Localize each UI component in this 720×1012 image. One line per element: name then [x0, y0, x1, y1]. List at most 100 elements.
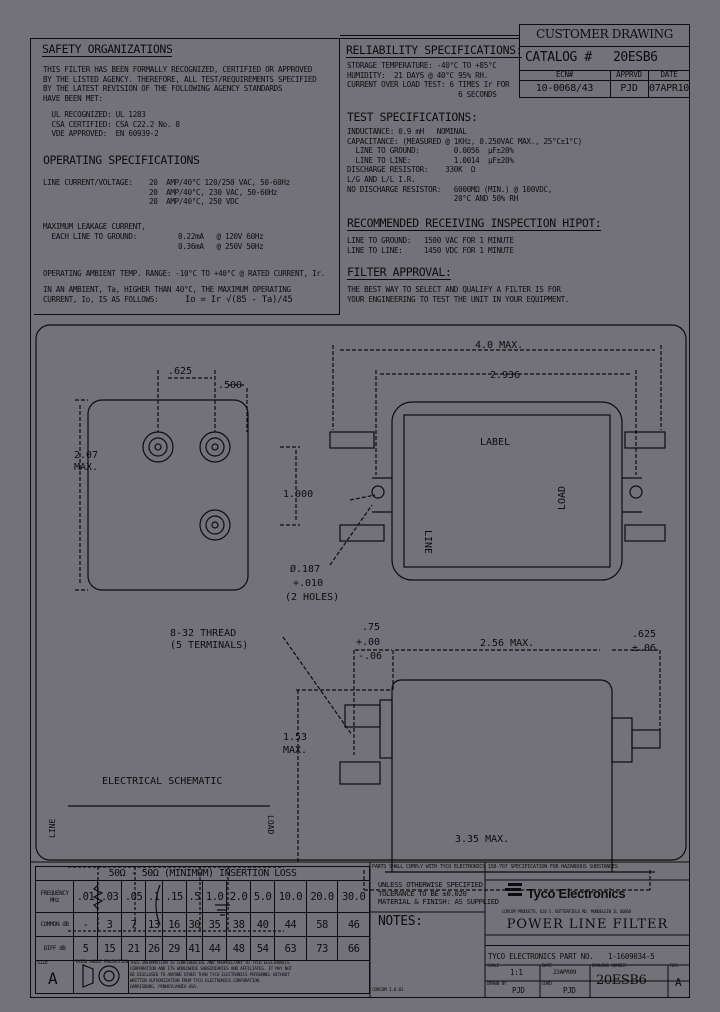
line-current-values: 20 AMP/40°C 120/250 VAC, 50-60Hz 20 AMP/… — [149, 178, 290, 207]
derating-formula: Io = Ir √(85 - Ta)/45 — [185, 295, 293, 305]
revision-label: REV. — [670, 964, 680, 969]
drawing-area-border — [35, 324, 687, 861]
schematic-title: ELECTRICAL SCHEMATIC — [102, 776, 222, 787]
third-angle-projection-icon — [82, 964, 120, 988]
ecn-value: 10-0068/43 — [535, 83, 594, 94]
date-value: 07APR10 — [648, 83, 690, 94]
table-cell: .15 — [161, 880, 187, 913]
tolerance-note: UNLESS OTHERWISE SPECIFIED TOLERANCE TO … — [378, 880, 499, 907]
table-cell: 5 — [72, 936, 99, 961]
dim-out-tol: ±.06 — [632, 643, 656, 654]
test-text: INDUCTANCE: 0.9 mH NOMINAL CAPACITANCE: … — [347, 127, 582, 204]
approved-value: PJD — [620, 83, 638, 94]
table-cell: 41 — [185, 936, 204, 961]
mounting-hole-left — [371, 485, 385, 499]
customer-drawing-block — [519, 24, 690, 98]
reliability-title: RELIABILITY SPECIFICATIONS: — [346, 43, 523, 58]
dim-top-width: 4.0 MAX. — [475, 340, 523, 351]
table-cell: .5 — [185, 880, 204, 913]
dim-holes-count: (2 HOLES) — [285, 592, 339, 603]
table-cell: .01 — [72, 880, 99, 913]
front-view-body — [87, 399, 249, 591]
operating-title: OPERATING SPECIFICATIONS — [43, 153, 200, 167]
thread-label: 8-32 THREAD — [170, 628, 236, 639]
terminals-label: (5 TERMINALS) — [170, 640, 248, 651]
projection-label: THIRD ANGLE PROJECTION — [75, 960, 129, 965]
table-cell: 44 — [202, 936, 228, 961]
hipot-title: RECOMMENDED RECEIVING INSPECTION HIPOT: — [347, 216, 602, 231]
table-cell: 63 — [274, 936, 307, 961]
derating-text: IN AN AMBIENT, Ta, HIGHER THAN 40°C, THE… — [43, 285, 291, 304]
table-cell: 21 — [121, 936, 147, 961]
table-cell: 10.0 — [274, 880, 307, 913]
table-cell: 15 — [97, 936, 123, 961]
table-cell: 38 — [226, 912, 252, 937]
stud-top-left — [329, 431, 375, 449]
date-value-footer: 23APR09 — [553, 969, 577, 976]
terminal-top-right — [199, 431, 231, 463]
table-cell: 20.0 — [305, 880, 339, 913]
table-cell: 5.0 — [250, 880, 276, 913]
corner-ref: CORCOM 1.0.01 — [372, 988, 404, 993]
confidential-notice: THIS INFORMATION IS CONFIDENTIAL AND PRO… — [130, 961, 292, 990]
date-header: DATE — [660, 70, 678, 79]
dim-mount-spacing: 2.936 — [490, 370, 520, 381]
dim-terminal-tol-minus: -.06 — [358, 651, 382, 662]
company-address: CORCOM PRODUCTS, 620 S. BUTTERFIELD RD. … — [502, 909, 631, 914]
notes-label: NOTES: — [378, 914, 423, 929]
table-cell: 30.0 — [337, 880, 370, 913]
table-cell: 44 — [274, 912, 307, 937]
catalog-label: CATALOG # — [525, 50, 592, 65]
approved-header: APPRVD — [616, 70, 642, 79]
tyco-logo — [505, 883, 522, 896]
hazardous-compliance: PARTS SHALL COMPLY WITH TYCO ELECTRONICS… — [372, 864, 618, 870]
top-view-body — [391, 401, 623, 581]
dim-terminal-spacing: 1.000 — [283, 489, 313, 500]
checked-by: PJD — [563, 986, 576, 995]
drawing-frame — [30, 38, 690, 998]
table-cell: 3 — [97, 912, 123, 937]
table-cell: 26 — [145, 936, 163, 961]
table-cell: 48 — [226, 936, 252, 961]
leakage-values: 0.22mA @ 120V 60Hz 0.36mA @ 250V 50Hz — [178, 232, 264, 251]
dim-terminal-tol-plus: +.00 — [356, 637, 380, 648]
part-number-label: TYCO ELECTRONICS PART NO. — [488, 952, 594, 961]
insertion-loss-table: 50Ω - 50Ω (MINIMUM) INSERTION LOSS FREQU… — [35, 866, 370, 961]
dim-terminal-length: .75 — [362, 622, 380, 633]
part-number: 1-1609034-5 — [608, 952, 655, 961]
dim-hole-dia: Ø.187 — [290, 563, 320, 575]
side-view-body — [385, 679, 655, 873]
stud-top-right — [624, 431, 666, 449]
drawn-by: PJD — [512, 986, 525, 995]
approval-text: THE BEST WAY TO SELECT AND QUALIFY A FIL… — [347, 285, 570, 304]
table-cell: 16 — [161, 912, 187, 937]
leakage-label: MAXIMUM LEAKAGE CURRENT, EACH LINE TO GR… — [43, 222, 146, 241]
stud-bottom-left — [339, 524, 385, 542]
dim-side-max: MAX. — [283, 745, 307, 756]
line-label: LINE — [422, 530, 433, 554]
dim-height-max: MAX. — [74, 462, 98, 473]
table-cell: 54 — [250, 936, 276, 961]
table-cell: DIFF dB — [35, 936, 74, 961]
table-cell: 66 — [337, 936, 370, 961]
hipot-text: LINE TO GROUND: 1500 VAC FOR 1 MINUTE LI… — [347, 236, 514, 255]
agency-list: UL RECOGNIZED: UL 1283 CSA CERTIFIED: CS… — [51, 110, 180, 139]
drawing-number-label: DRAWING NUMBER — [592, 964, 626, 969]
table-cell: 40 — [250, 912, 276, 937]
date-label: DATE — [542, 964, 552, 969]
table-cell: 46 — [337, 912, 370, 937]
dim-total-length: 3.35 MAX. — [455, 834, 509, 845]
table-cell: - — [72, 912, 99, 937]
top-dimensions — [329, 345, 662, 566]
dim-height: 2.07 — [74, 450, 98, 461]
table-cell: 2.0 — [226, 880, 252, 913]
catalog-number: 20ESB6 — [613, 50, 658, 65]
ambient-temp: OPERATING AMBIENT TEMP. RANGE: -10°C TO … — [43, 269, 325, 278]
safety-panel — [34, 38, 340, 315]
stud-bottom-right — [624, 524, 666, 542]
insertion-loss-title: 50Ω - 50Ω (MINIMUM) INSERTION LOSS — [35, 866, 370, 881]
title-block-lines — [30, 861, 690, 998]
schematic-line-label: LINE — [48, 819, 57, 838]
